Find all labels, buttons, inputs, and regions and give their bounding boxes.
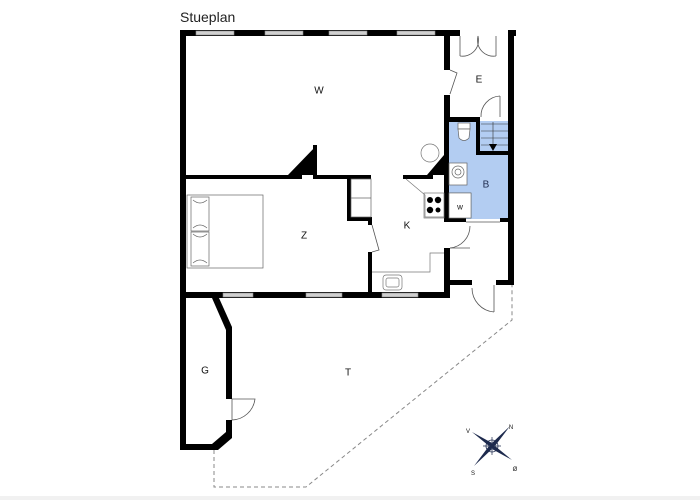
compass-east: Ø (512, 467, 518, 473)
room-label-e: E (475, 74, 483, 86)
stair-arrow-icon (489, 144, 497, 151)
cupboard (350, 178, 372, 218)
room-label-t: T (344, 367, 352, 379)
room-label-k: K (403, 220, 411, 232)
kitchen-counter (372, 143, 444, 291)
windows (195, 30, 436, 298)
room-label-g: G (201, 365, 209, 377)
room-label-z: Z (300, 230, 308, 242)
compass-south: S (470, 471, 476, 477)
room-label-washer: w (457, 202, 463, 212)
room-label-b: B (482, 179, 490, 191)
doors (231, 35, 501, 421)
bath-outline (448, 192, 472, 219)
walls (180, 30, 516, 450)
terrace-outline (213, 285, 513, 488)
plan-title: Stueplan (180, 9, 236, 25)
bottom-edge (0, 496, 700, 500)
compass-west: V (465, 429, 471, 435)
stove-icon (423, 192, 445, 219)
room-label-w: W (314, 85, 324, 97)
compass-rose-icon (472, 426, 512, 466)
compass-north: N (508, 425, 514, 431)
bed (186, 194, 264, 269)
